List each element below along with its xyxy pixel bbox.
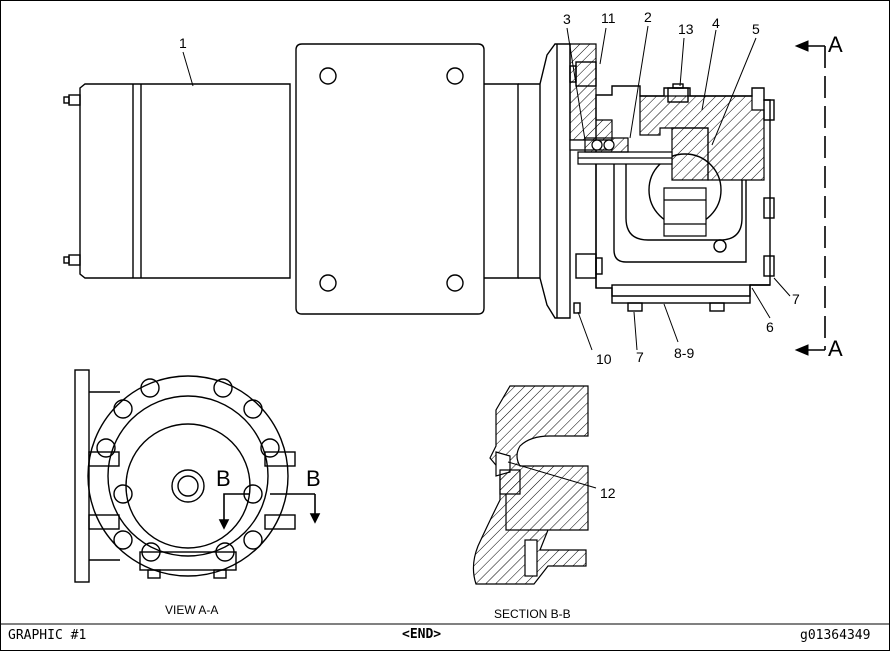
flange-section <box>569 43 613 151</box>
footer-end-marker: <END> <box>402 627 442 642</box>
callout-1: 1 <box>179 35 187 51</box>
section-line-aa <box>794 40 826 356</box>
motor-body <box>63 83 291 279</box>
footer-graphic-id: g01364349 <box>800 628 871 643</box>
callout-2: 2 <box>644 9 652 25</box>
section-bb-drawing <box>472 385 597 585</box>
callout-5: 5 <box>752 21 760 37</box>
section-mark-a-bottom: A <box>828 336 843 361</box>
section-mark-b-right: B <box>306 466 321 491</box>
callout-8-9: 8-9 <box>674 345 695 361</box>
callout-7-right: 7 <box>792 291 800 307</box>
callout-7-bottom: 7 <box>636 349 644 365</box>
view-aa-title: VIEW A-A <box>165 603 219 617</box>
section-mark-b-left: B <box>216 466 231 491</box>
callout-12: 12 <box>600 485 616 501</box>
callout-10: 10 <box>596 351 612 367</box>
footer-graphic-number: GRAPHIC #1 <box>8 628 87 643</box>
view-aa-drawing <box>74 369 296 583</box>
callout-6: 6 <box>766 319 774 335</box>
callout-4: 4 <box>712 15 720 31</box>
callout-11: 11 <box>601 10 616 26</box>
section-mark-a-top: A <box>828 32 843 57</box>
callout-13: 13 <box>678 21 694 37</box>
leader-lines <box>182 25 791 351</box>
pump-cover-section <box>577 95 765 237</box>
section-bb-title: SECTION B-B <box>494 607 571 621</box>
mounting-plate <box>295 43 485 315</box>
section-line-bb <box>218 493 321 530</box>
callout-3: 3 <box>563 11 571 27</box>
pump-body <box>595 83 775 312</box>
